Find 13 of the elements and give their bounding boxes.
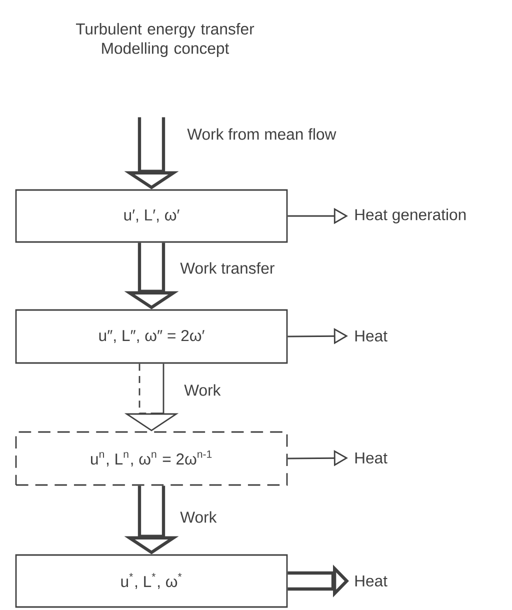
edge-label: Work xyxy=(180,511,217,523)
process-box: u$^{*}$, L$^{*}$, ω$^{*}$ xyxy=(15,554,288,608)
output-text: Heat xyxy=(355,330,388,342)
output-text: Heat xyxy=(355,575,388,587)
edge-label: Work from mean flow xyxy=(187,128,336,140)
output-text: Heat generation xyxy=(355,208,466,224)
dashed-box: u$^{n}$, L$^{n}$, ω$^{n}$ = 2ω$^{n-1}$ xyxy=(15,431,288,486)
output-text: Heat xyxy=(355,452,388,464)
title: Turbulent energy transfer Modelling concept xyxy=(76,22,254,58)
process-box: u′, L′, ω′ xyxy=(15,189,288,243)
edge-label: Work transfer xyxy=(180,262,274,274)
process-box: u″, L″, ω″ = 2ω′ xyxy=(15,309,288,364)
edge-label: Work xyxy=(184,384,221,396)
